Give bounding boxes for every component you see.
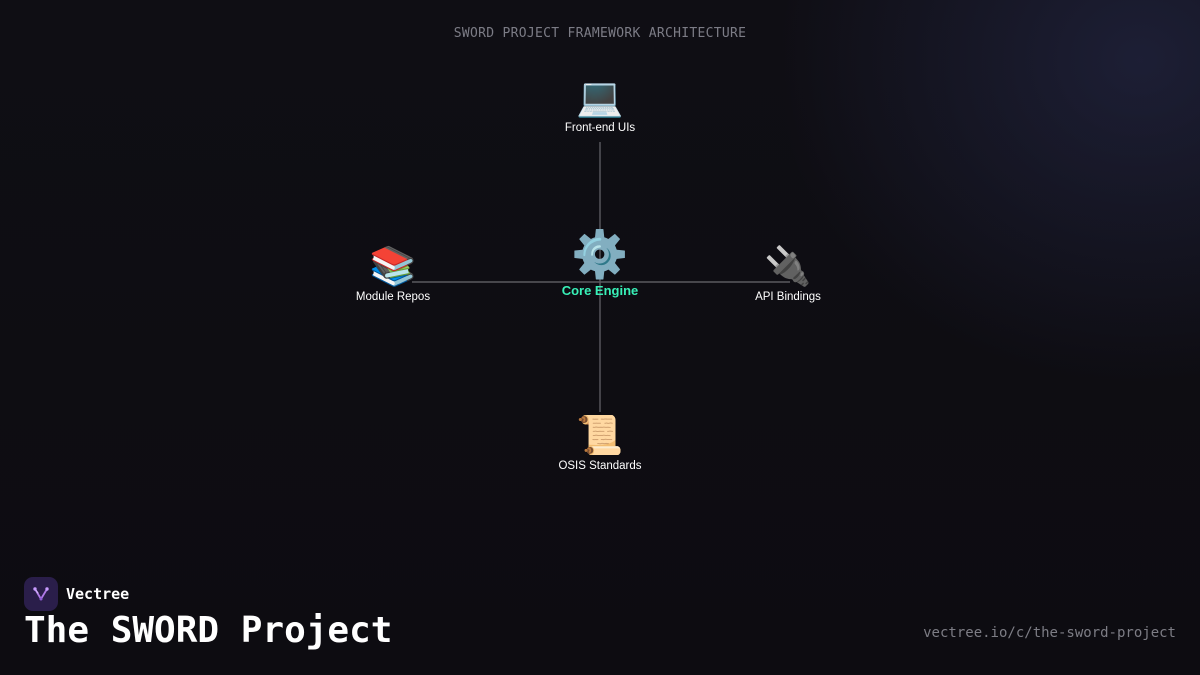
scroll-icon: 📜: [576, 413, 624, 457]
brand-name: Vectree: [66, 585, 130, 603]
node-modules-label: Module Repos: [355, 291, 431, 303]
node-api[interactable]: 🔌 API Bindings: [708, 247, 868, 303]
node-core[interactable]: ⚙️ Core Engine: [520, 231, 680, 298]
node-modules[interactable]: 📚 Module Repos: [313, 247, 473, 303]
gear-icon: ⚙️: [571, 227, 629, 281]
node-api-label: API Bindings: [755, 291, 821, 303]
diagram-title: SWORD PROJECT FRAMEWORK ARCHITECTURE: [453, 26, 747, 41]
project-url[interactable]: vectree.io/c/the-sword-project: [923, 625, 1176, 641]
laptop-icon: 💻: [576, 75, 624, 119]
plug-icon: 🔌: [764, 244, 812, 288]
node-osis[interactable]: 📜 OSIS Standards: [520, 416, 680, 472]
node-frontend[interactable]: 💻 Front-end UIs: [520, 78, 680, 134]
node-core-label: Core Engine: [561, 283, 639, 298]
brand[interactable]: Vectree: [24, 577, 129, 611]
node-frontend-label: Front-end UIs: [564, 122, 636, 134]
node-osis-label: OSIS Standards: [558, 460, 642, 472]
books-icon: 📚: [369, 244, 417, 288]
vectree-logo-icon: [24, 577, 58, 611]
page-title: The SWORD Project: [24, 610, 393, 651]
